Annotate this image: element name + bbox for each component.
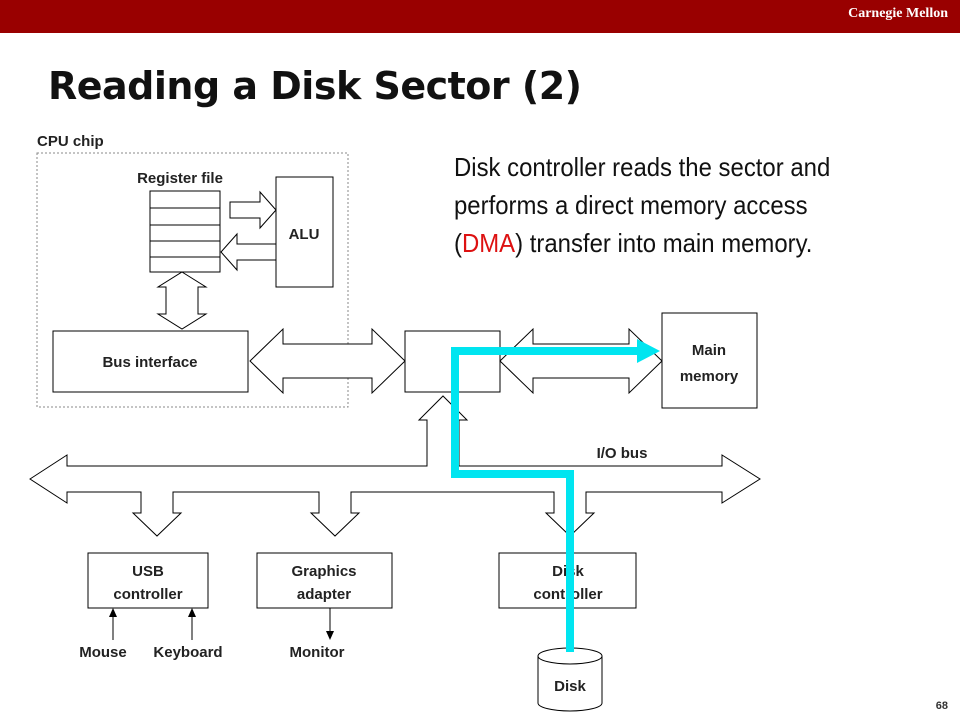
description-text-2: ) transfer into main memory. bbox=[515, 228, 813, 258]
bus-interface-box bbox=[52, 330, 249, 393]
dma-transfer-path bbox=[451, 347, 640, 652]
register-file bbox=[149, 190, 221, 273]
main-memory-box bbox=[661, 312, 758, 409]
monitor-label: Monitor bbox=[290, 644, 345, 661]
disk-label: Disk bbox=[554, 678, 586, 695]
alu-to-register-arrow bbox=[220, 232, 277, 272]
page-number: 68 bbox=[935, 700, 948, 712]
io-bus-label: I/O bus bbox=[597, 445, 648, 462]
graphics-adapter-label-line2: adapter bbox=[297, 586, 351, 603]
alu-label: ALU bbox=[289, 226, 320, 243]
main-memory-label-line2: memory bbox=[680, 368, 739, 385]
register-file-label: Register file bbox=[137, 170, 223, 187]
mouse-label: Mouse bbox=[79, 644, 127, 661]
graphics-adapter-label-line1: Graphics bbox=[291, 563, 356, 580]
keyboard-label: Keyboard bbox=[153, 644, 222, 661]
alu-box bbox=[275, 176, 334, 288]
header-bar: Carnegie Mellon bbox=[0, 0, 960, 33]
brand-name: Carnegie Mellon bbox=[848, 6, 948, 21]
mouse-arrow-head bbox=[109, 608, 117, 617]
disk-cylinder-body bbox=[537, 656, 603, 712]
register-bus-arrow bbox=[156, 271, 208, 330]
slide-title: Reading a Disk Sector (2) bbox=[48, 64, 582, 108]
description-text-1: Disk controller reads the sector and per… bbox=[454, 152, 831, 258]
cpu-chip-boundary bbox=[36, 152, 349, 408]
dma-arrow-head bbox=[637, 339, 660, 363]
graphics-adapter-box bbox=[256, 552, 393, 609]
io-bus-arrow bbox=[29, 395, 761, 537]
system-bus-arrow bbox=[249, 327, 406, 395]
bus-interface-label: Bus interface bbox=[102, 354, 197, 371]
slide-description: Disk controller reads the sector and per… bbox=[454, 148, 877, 262]
dma-highlight: DMA bbox=[461, 228, 516, 258]
cpu-chip-label: CPU chip bbox=[37, 133, 104, 150]
usb-controller-label-line2: controller bbox=[113, 586, 182, 603]
usb-controller-box bbox=[87, 552, 209, 609]
monitor-arrow-head bbox=[326, 631, 334, 640]
usb-controller-label-line1: USB bbox=[132, 563, 164, 580]
keyboard-arrow-head bbox=[188, 608, 196, 617]
register-to-alu-arrow bbox=[229, 190, 277, 230]
main-memory-label-line1: Main bbox=[692, 342, 726, 359]
